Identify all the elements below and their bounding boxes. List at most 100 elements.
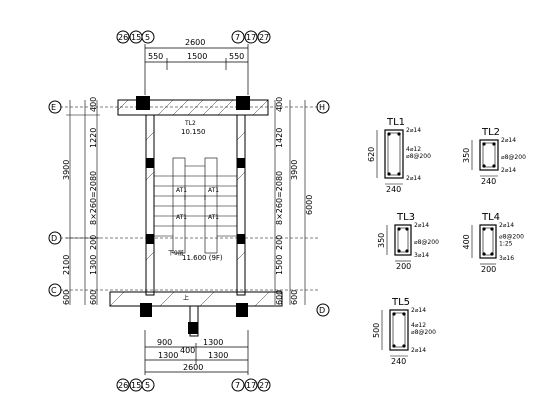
top-right-dim: 550 xyxy=(229,52,244,61)
axis-H: H xyxy=(319,103,325,112)
at1-label-4: AT1 xyxy=(208,214,219,221)
left-dimension-lines xyxy=(66,100,100,305)
mid-bar-label: 4⌀12 xyxy=(411,322,426,329)
rebar xyxy=(482,252,486,256)
stirrup-label: 1:25 xyxy=(499,241,513,248)
left-dim-1: 400 xyxy=(89,97,98,112)
svg-text:17: 17 xyxy=(246,33,256,42)
section-width: 240 xyxy=(481,177,496,186)
top-axis-markers: 26 15 5 7 17 27 xyxy=(116,30,271,44)
top-bar-label: 2⌀14 xyxy=(499,222,514,229)
rebar xyxy=(402,312,406,316)
left-dim-9: 600 xyxy=(89,290,98,305)
tl2-plan-label: TL2 xyxy=(184,120,196,127)
right-dimension-lines xyxy=(274,100,306,305)
down-label: 下9层 xyxy=(168,250,184,257)
section-height: 350 xyxy=(377,233,386,248)
right-dim-3: 3900 xyxy=(290,160,299,180)
bottom-dim-d: 1300 xyxy=(208,351,228,360)
axis-D: D xyxy=(51,234,57,243)
right-dim-7: 1500 xyxy=(275,255,284,275)
svg-text:5: 5 xyxy=(145,381,150,390)
stirrup-label: ⌀8@200 xyxy=(414,239,439,246)
up-label: 上 xyxy=(183,294,189,302)
section-outline xyxy=(384,129,404,179)
rebar xyxy=(405,227,409,231)
left-dim-7: 1300 xyxy=(89,255,98,275)
side-axis-markers xyxy=(48,100,330,317)
bottom-dim-a: 900 xyxy=(157,338,172,347)
section-width: 200 xyxy=(396,262,411,271)
top-bar-label: 2⌀14 xyxy=(501,137,516,144)
stirrup xyxy=(397,227,409,253)
rebar xyxy=(392,312,396,316)
rebar xyxy=(482,142,486,146)
axis-26-top: 26 xyxy=(118,33,128,42)
section-width: 240 xyxy=(391,357,406,366)
rebar xyxy=(490,252,494,256)
bottom-bar-label: 2⌀14 xyxy=(501,167,516,174)
section-width: 200 xyxy=(481,265,496,274)
right-dim-4: 8×260=2080 xyxy=(275,171,284,225)
section-outline xyxy=(394,224,412,256)
right-dim-1: 400 xyxy=(275,97,284,112)
rebar xyxy=(482,227,486,231)
right-dim-8: 600 xyxy=(290,290,299,305)
grid-lines xyxy=(60,106,320,291)
bottom-dimension-lines xyxy=(144,330,249,375)
top-dimension-lines xyxy=(144,44,249,95)
left-dim-4: 8×260=2080 xyxy=(89,171,98,225)
right-dims: 400 1420 3900 8×260=2080 200 6000 1500 6… xyxy=(275,97,314,305)
svg-text:7: 7 xyxy=(235,33,240,42)
svg-text:17: 17 xyxy=(246,381,256,390)
at1-label-3: AT1 xyxy=(176,214,187,221)
rebar xyxy=(405,249,409,253)
axis-D-right: D xyxy=(319,306,325,315)
section-width: 240 xyxy=(386,185,401,194)
right-dim-2: 1420 xyxy=(275,128,284,148)
section-height: 620 xyxy=(367,147,376,162)
svg-text:27: 27 xyxy=(259,33,269,42)
stair-walls xyxy=(109,99,283,337)
section-title: TL2 xyxy=(481,127,500,138)
rebar xyxy=(392,344,396,348)
top-overall-dim: 2600 xyxy=(185,38,205,47)
svg-text:15: 15 xyxy=(131,381,141,390)
mid-bar-label: 4⌀12 xyxy=(406,146,421,153)
stair-treads xyxy=(154,157,237,254)
section-height: 500 xyxy=(372,323,381,338)
wall-hatching xyxy=(109,99,270,307)
rebar xyxy=(492,142,496,146)
rebar xyxy=(397,132,401,136)
rebar xyxy=(482,164,486,168)
at1-label-2: AT1 xyxy=(208,187,219,194)
left-dims: 400 1220 3900 8×260=2080 200 2100 1300 6… xyxy=(62,97,98,305)
left-dim-2: 1220 xyxy=(89,128,98,148)
bottom-dim-b: 400 xyxy=(180,346,195,355)
section-title: TL5 xyxy=(391,297,410,308)
svg-text:7: 7 xyxy=(235,381,240,390)
rebar xyxy=(387,132,391,136)
stirrup xyxy=(482,227,494,256)
rebar xyxy=(397,249,401,253)
svg-text:15: 15 xyxy=(131,33,141,42)
axis-E: E xyxy=(51,103,56,112)
section-height: 400 xyxy=(462,234,471,249)
bottom-bar-label: 2⌀14 xyxy=(411,347,426,354)
bottom-dim-e: 1300 xyxy=(203,338,223,347)
section-outline xyxy=(479,139,499,171)
stirrup-label: ⌀8@200 xyxy=(406,153,431,160)
bottom-bar-label: 3⌀16 xyxy=(499,255,514,262)
section-outline xyxy=(479,224,497,259)
left-dim-5: 200 xyxy=(89,235,98,250)
beam-sections: TL12⌀144⌀12⌀8@2002⌀14620240TL22⌀14⌀8@200… xyxy=(367,117,526,366)
stirrup xyxy=(387,132,401,176)
stirrup-label: ⌀8@200 xyxy=(411,329,436,336)
